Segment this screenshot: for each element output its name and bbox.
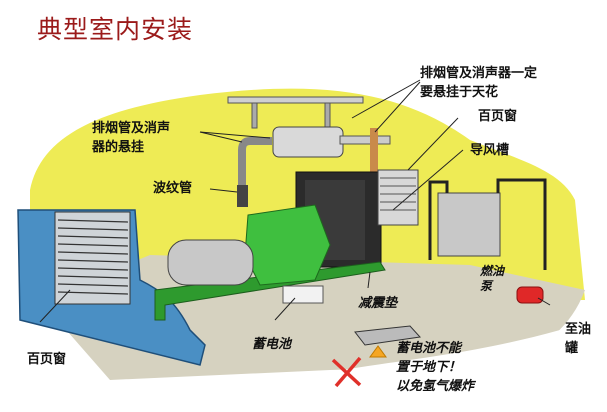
label-louver-left: 百页窗 [27,352,67,367]
fuel-pump [516,286,544,304]
battery-box [282,285,324,304]
label-to-oil-tank: 至油 罐 [565,322,592,356]
exhaust-muffler [227,96,391,207]
label-exhaust-hanging: 排烟管及消声 器的悬挂 [92,121,171,155]
label-battery: 蓄电池 [252,337,292,352]
leader-lines [39,79,551,323]
warning-icon [369,345,387,358]
page-title: 典型室内安装 [37,15,194,44]
label-bellows: 波纹管 [153,181,193,196]
alternator [167,239,254,286]
label-battery-warning: 蓄电池不能 置于地下！ 以免氢气爆炸 [396,341,475,394]
label-fuel-pump: 燃油 泵 [480,264,505,293]
label-anti-vibration-pad: 减震垫 [358,296,398,311]
label-louver-top: 百页窗 [478,109,518,124]
floor-battery-pit [354,325,422,346]
x-mark-icon [331,356,362,388]
fuel-tank [437,192,501,257]
base-frame [154,261,386,321]
engine [244,204,331,286]
duct-louver [377,169,419,226]
label-air-duct: 导风槽 [470,143,510,158]
label-exhaust-ceiling: 排烟管及消声器一定 要悬挂于天花 [420,66,538,100]
left-louver-window [54,211,131,305]
